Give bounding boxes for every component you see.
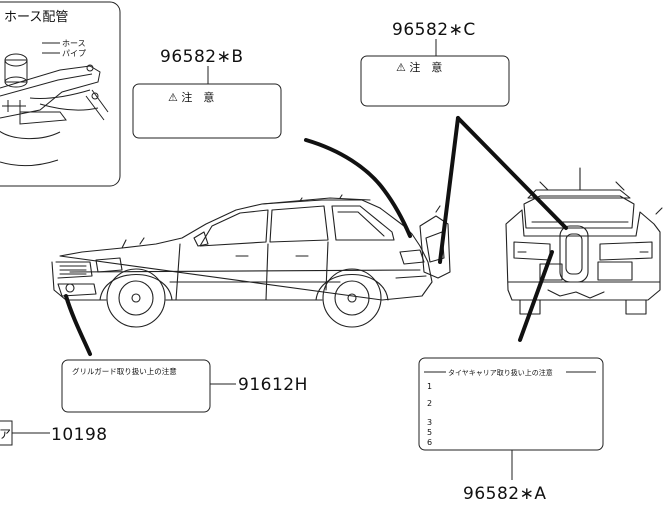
part-number-96582-b: 96582∗B (160, 47, 244, 67)
label-10198: ア 10198 (0, 420, 108, 446)
inset-title: ホース配管 (4, 10, 68, 25)
tire-carrier-text: タイヤキャリア取り扱い上の注意 (448, 368, 553, 377)
hose-piping-inset: ホース配管 ホース パイプ (0, 1, 121, 187)
part-number-91612h: 91612H (238, 375, 308, 395)
label-96582-c: 96582∗C ⚠ 注 意 (360, 20, 510, 107)
label-91612h: グリルガード取り扱い上の注意 91612H (61, 359, 308, 413)
leader-h-to-grille (64, 294, 92, 356)
leader-c-to-rear-view (456, 116, 568, 230)
caution-label-b (132, 83, 282, 139)
part-number-96582-a: 96582∗A (463, 484, 546, 504)
tire-carrier-label (418, 357, 604, 451)
caution-label-c (360, 55, 510, 107)
front-wheel (106, 268, 166, 328)
tire-carrier-line-5: 5 (427, 428, 432, 437)
leader-c-to-rear-spare (438, 116, 460, 264)
tire-carrier-line-3: 3 (427, 418, 432, 427)
caution-text-c: ⚠ 注 意 (396, 60, 442, 74)
caution-text-b: ⚠ 注 意 (168, 90, 214, 104)
leader-a-to-rear (518, 250, 554, 342)
wagon-side-view (51, 194, 451, 328)
tire-carrier-line-1: 1 (427, 382, 432, 391)
wagon-rear-view (505, 167, 663, 315)
part-number-96582-c: 96582∗C (392, 20, 476, 40)
tire-carrier-line-2: 2 (427, 399, 432, 408)
label-96582-b: 96582∗B ⚠ 注 意 (132, 47, 282, 139)
label-10198-glyph: ア (0, 427, 11, 441)
rear-wheel (322, 268, 382, 328)
inset-frame (0, 1, 121, 187)
inset-hose-drawing (0, 53, 109, 167)
grille-guard-text: グリルガード取り扱い上の注意 (72, 366, 177, 376)
leader-b-to-roof (304, 138, 412, 238)
legend-pipe: パイプ (62, 49, 86, 58)
leader-lines (64, 116, 568, 356)
label-96582-a: タイヤキャリア取り扱い上の注意 1 2 3 5 6 96582∗A (418, 357, 604, 504)
part-number-10198: 10198 (51, 425, 108, 445)
tire-carrier-line-6: 6 (427, 438, 432, 447)
legend-hose: ホース (62, 39, 86, 48)
grille-guard-label (61, 359, 211, 413)
